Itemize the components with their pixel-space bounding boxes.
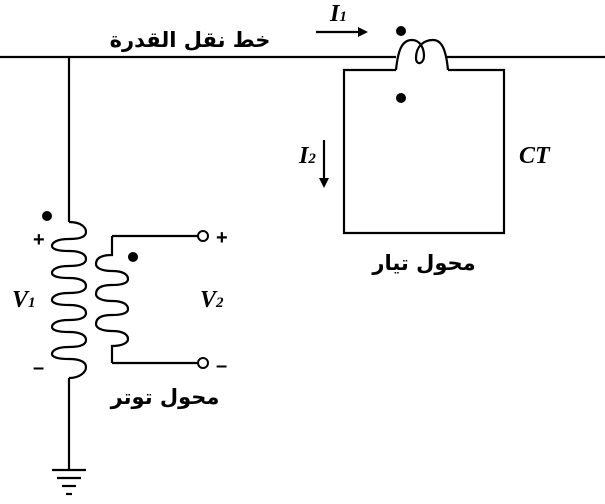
v2-subscript: 2 — [215, 295, 224, 311]
v1-label: V1 — [12, 287, 36, 313]
v2-minus-sign: – — [216, 355, 227, 377]
vt-bottom-terminal — [197, 357, 209, 369]
power-line-label: خط نقل القدرة — [110, 28, 271, 52]
vt-secondary-dot — [128, 252, 138, 262]
vt-primary-dot — [42, 211, 52, 221]
ground-icon — [52, 468, 86, 496]
v2-label: V2 — [200, 287, 224, 313]
ct-coil — [394, 38, 450, 71]
ct-primary-dot — [396, 26, 406, 36]
ct-label: CT — [519, 143, 551, 169]
vt-top-terminal — [197, 230, 209, 242]
ct-secondary-dot — [396, 93, 406, 103]
v1-minus-sign: – — [33, 357, 44, 379]
v2-plus-sign: + — [216, 227, 228, 249]
i1-subscript: 1 — [339, 9, 347, 25]
vt-secondary-coil — [94, 236, 130, 363]
v2-letter: V — [200, 287, 218, 313]
i2-subscript: 2 — [307, 151, 316, 167]
i2-letter: I — [298, 143, 310, 169]
vt-primary-coil — [50, 220, 88, 380]
v1-letter: V — [12, 287, 30, 313]
v1-plus-sign: + — [33, 229, 45, 251]
i2-label: I2 — [298, 143, 316, 169]
i1-letter: I — [329, 1, 341, 27]
ct-secondary-loop — [342, 68, 506, 235]
current-transformer-label: محول تيار — [371, 251, 475, 275]
v1-subscript: 1 — [28, 295, 36, 311]
voltage-transformer-label: محول توتر — [110, 385, 220, 409]
i1-label: I1 — [329, 1, 347, 27]
